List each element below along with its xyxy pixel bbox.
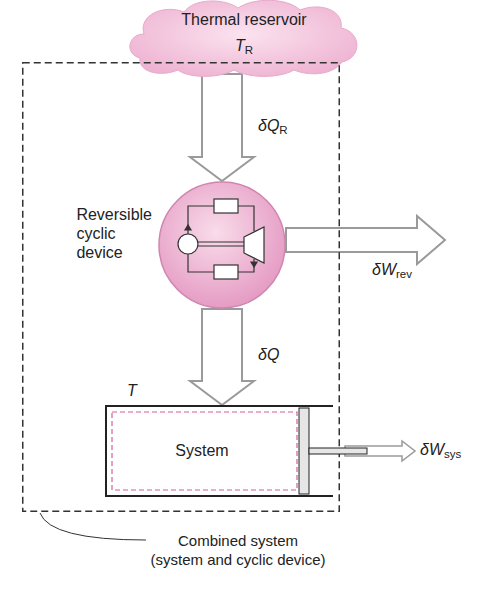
shaft-line xyxy=(198,242,244,246)
text-slot: Reversible cyclic device xyxy=(76,205,152,263)
combined-system-boundary: Reversible cyclic deviceTSystemCombined … xyxy=(22,62,340,512)
reversible-cyclic-device: Reversible cyclic device xyxy=(158,181,286,309)
boundary-caption: Combined system (system and cyclic devic… xyxy=(150,532,326,570)
piston xyxy=(299,408,309,494)
work-arrow xyxy=(286,216,445,264)
heat-transfer-arrow xyxy=(190,74,254,181)
symbol-main: δQ xyxy=(258,117,279,134)
symbol-main: δW xyxy=(372,261,396,278)
pipe-line xyxy=(238,206,254,231)
piston-rod xyxy=(309,448,367,454)
text-slot: Combined system (system and cyclic devic… xyxy=(150,532,326,570)
cycle-schematic xyxy=(178,199,264,279)
pipe-line xyxy=(238,259,254,272)
pump-symbol xyxy=(178,234,198,254)
text-slot: TR xyxy=(128,36,360,58)
piston-cylinder-system: TSystem xyxy=(105,405,333,497)
leader-line xyxy=(40,513,146,540)
symbol-subscript: R xyxy=(245,44,253,56)
work-label: δWrev xyxy=(330,260,412,282)
reservoir-name: Thermal reservoir xyxy=(128,10,360,29)
text-slot: δQ xyxy=(258,345,279,364)
system-boundary xyxy=(23,63,340,512)
text-slot: System xyxy=(105,441,299,460)
work-label: δWsys xyxy=(420,440,461,462)
heat-label: δQR xyxy=(258,116,288,138)
temperature-label: T xyxy=(127,381,137,400)
cylinder-wall xyxy=(106,406,333,496)
device-label: Reversible cyclic device xyxy=(76,205,152,263)
text-slot: δWrev xyxy=(330,260,412,282)
text-slot: δQR xyxy=(258,116,288,138)
symbol-main: δQ xyxy=(258,346,279,363)
symbol-subscript: R xyxy=(279,124,287,136)
heat-label: δQ xyxy=(258,345,279,364)
boiler-box xyxy=(214,199,238,213)
symbol-subscript: rev xyxy=(396,268,412,280)
symbol-main: δW xyxy=(420,441,444,458)
text-slot: Thermal reservoir xyxy=(128,10,360,29)
heat-transfer-arrow xyxy=(190,309,254,405)
pipe-line xyxy=(188,254,214,272)
flow-arrowhead xyxy=(185,225,257,267)
text-slot: T xyxy=(127,381,137,400)
condenser-box xyxy=(214,265,238,279)
symbol-main: T xyxy=(235,37,245,54)
system-label: System xyxy=(105,441,299,460)
turbine-symbol xyxy=(244,227,264,263)
symbol-subscript: sys xyxy=(444,448,461,460)
text-slot: δWsys xyxy=(420,440,461,462)
pipe-line xyxy=(188,206,214,234)
device-circle xyxy=(159,182,285,308)
reservoir-temperature: TR xyxy=(128,36,360,58)
circle-outline xyxy=(158,181,286,309)
